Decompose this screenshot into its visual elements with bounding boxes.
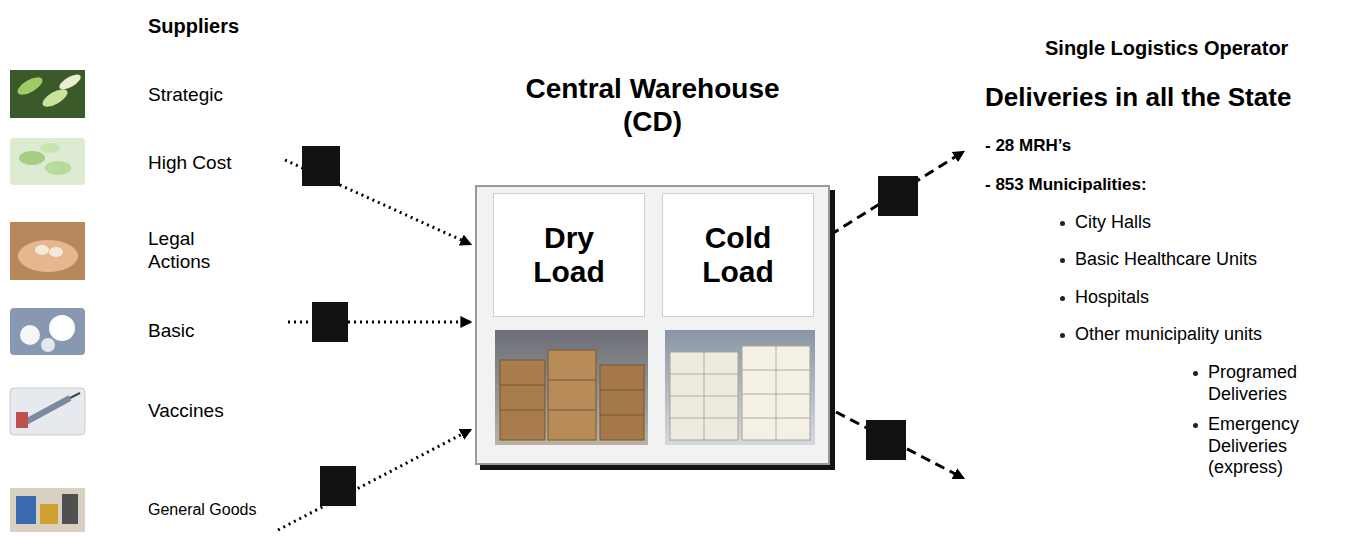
bullet-dot [1193, 371, 1198, 376]
bullet-item: City Halls [1075, 212, 1151, 234]
delivery-item: - 28 MRH’s [985, 136, 1071, 156]
bullet-dot [1193, 423, 1198, 428]
goods-item [40, 504, 58, 524]
warehouse-ground [475, 185, 830, 465]
supplier-label: Vaccines [148, 400, 224, 423]
bullet-dot [1060, 221, 1065, 226]
bullet-dot [1060, 258, 1065, 263]
bullet-item: Hospitals [1075, 287, 1149, 309]
deliveries-heading: Deliveries in all the State [985, 82, 1291, 113]
icon-ground [10, 138, 85, 185]
label-text: Programed Deliveries [1208, 362, 1297, 404]
label-text: Strategic [148, 84, 223, 105]
label-text: High Cost [148, 152, 231, 173]
pill [49, 247, 63, 257]
supplier-label: Strategic [148, 84, 223, 107]
strategic-icon [10, 70, 85, 118]
icon-ground [10, 388, 85, 435]
pill [49, 315, 75, 341]
transport-square [302, 146, 340, 186]
icon-ground [10, 488, 85, 532]
photo-ground [495, 330, 648, 445]
cold-load-photo [665, 330, 815, 445]
capsule [40, 86, 70, 110]
warehouse-box: Central Warehouse (CD)Dry LoadCold Load [475, 185, 830, 465]
transport-square [878, 176, 918, 216]
storage-label: Dry Load [509, 221, 629, 290]
transport-square [866, 420, 906, 460]
carton-stack [548, 350, 596, 440]
carton-stack [500, 360, 545, 440]
needle [70, 393, 80, 398]
supplier-label: Legal Actions [148, 228, 243, 274]
icon-ground [10, 70, 85, 118]
label-text: Single Logistics Operator [1045, 37, 1288, 59]
pill [20, 325, 40, 345]
sub-bullet-item: Emergency Deliveries (express) [1208, 414, 1333, 479]
supplier-label: High Cost [148, 152, 231, 175]
label-text: Basic Healthcare Units [1075, 249, 1257, 269]
label-text: General Goods [148, 501, 257, 518]
icon-ground [10, 308, 85, 355]
icon-ground [10, 222, 85, 280]
basic-icon [10, 308, 85, 355]
carton-stack [600, 365, 644, 440]
pill [45, 161, 71, 175]
sub-bullet-item: Programed Deliveries [1208, 362, 1333, 405]
carton-lines [500, 380, 644, 415]
storage-box: Dry Load [493, 193, 645, 317]
syringe [22, 398, 70, 424]
general-goods-icon [10, 488, 85, 532]
delivery-item: - 853 Municipalities: [985, 175, 1147, 195]
label-text: Emergency Deliveries (express) [1208, 414, 1299, 477]
hand [18, 240, 78, 272]
transport-square [320, 466, 356, 506]
supplier-label: General Goods [148, 500, 257, 519]
label-text: Legal Actions [148, 228, 210, 272]
photo-ground [665, 330, 815, 445]
label-text: City Halls [1075, 212, 1151, 232]
high-cost-icon [10, 138, 85, 185]
bullet-dot [1060, 296, 1065, 301]
inbound-arrow [278, 430, 470, 530]
column-heading: Suppliers [148, 14, 239, 38]
label-text: Suppliers [148, 15, 239, 37]
goods-item [62, 494, 78, 524]
label-text: Basic [148, 320, 194, 341]
outbound-arrow [836, 412, 963, 478]
pill [40, 143, 60, 153]
goods-item [16, 496, 36, 524]
vaccines-icon [10, 388, 85, 435]
outbound-arrow [830, 152, 963, 235]
column-heading: Single Logistics Operator [1045, 36, 1288, 60]
dry-load-photo [495, 330, 648, 445]
bullet-dot [1060, 333, 1065, 338]
vial [16, 412, 28, 428]
label-text: Other municipality units [1075, 324, 1262, 344]
label-text: - 28 MRH’s [985, 136, 1071, 155]
supplier-label: Basic [148, 320, 194, 343]
pill [19, 151, 45, 165]
warehouse-heading: Central Warehouse (CD) [503, 72, 803, 139]
label-text: Vaccines [148, 400, 224, 421]
storage-label: Cold Load [678, 221, 798, 290]
capsule [15, 74, 45, 98]
pill [41, 338, 55, 352]
transport-square [312, 302, 348, 342]
bullet-item: Other municipality units [1075, 324, 1262, 346]
capsule [57, 72, 83, 93]
label-text: Deliveries in all the State [985, 82, 1291, 112]
label-text: - 853 Municipalities: [985, 175, 1147, 194]
box-lines [670, 346, 810, 440]
pill [35, 245, 49, 255]
legal-actions-icon [10, 222, 85, 280]
label-text: Hospitals [1075, 287, 1149, 307]
bullet-item: Basic Healthcare Units [1075, 249, 1257, 271]
storage-box: Cold Load [662, 193, 814, 317]
